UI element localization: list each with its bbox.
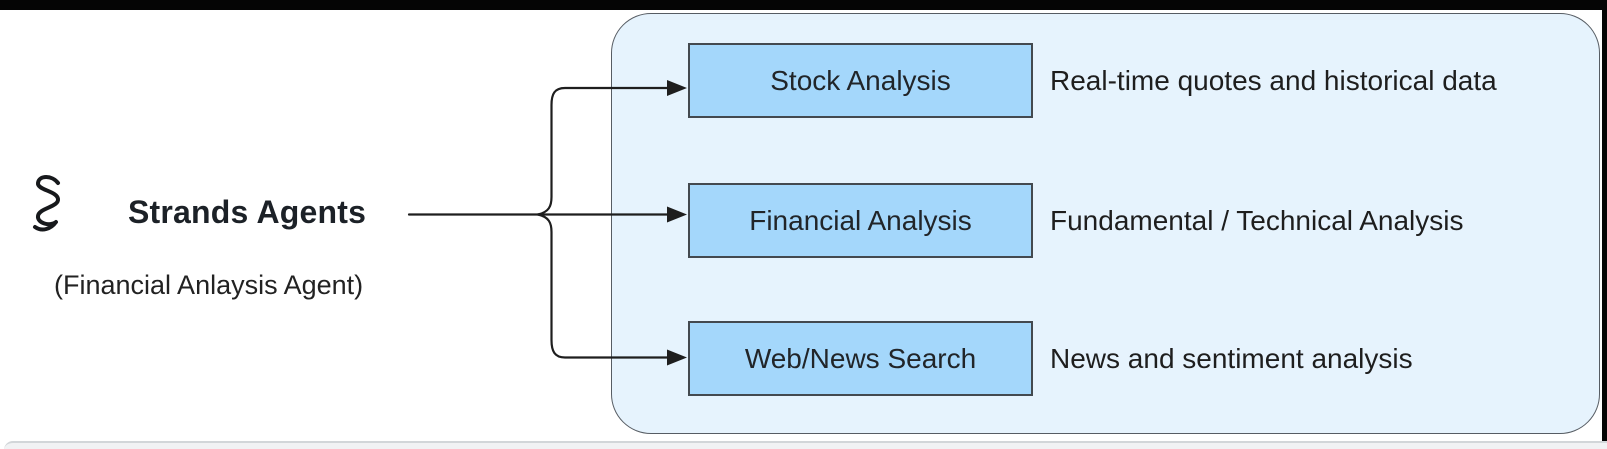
strands-helix-icon <box>33 175 60 232</box>
tool-row-web-news-search: Web/News Search News and sentiment analy… <box>0 321 1607 396</box>
tool-box-web-news-search: Web/News Search <box>688 321 1033 396</box>
tool-box-stock-analysis: Stock Analysis <box>688 43 1033 118</box>
tool-desc-web-news-search: News and sentiment analysis <box>1050 342 1413 374</box>
tool-desc-stock-analysis: Real-time quotes and historical data <box>1050 64 1497 96</box>
agent-title: Strands Agents <box>128 193 367 230</box>
right-letterbox-bar <box>1602 0 1607 449</box>
tool-row-financial-analysis: Financial Analysis Fundamental / Technic… <box>0 183 1607 258</box>
tool-desc-financial-analysis: Fundamental / Technical Analysis <box>1050 204 1464 236</box>
top-letterbox-bar <box>0 0 1607 10</box>
tool-row-stock-analysis: Stock Analysis Real-time quotes and hist… <box>0 43 1607 118</box>
agent-subtitle: (Financial Anlaysis Agent) <box>54 269 364 300</box>
bottom-window-edge <box>4 441 1607 449</box>
tool-box-financial-analysis: Financial Analysis <box>688 183 1033 258</box>
